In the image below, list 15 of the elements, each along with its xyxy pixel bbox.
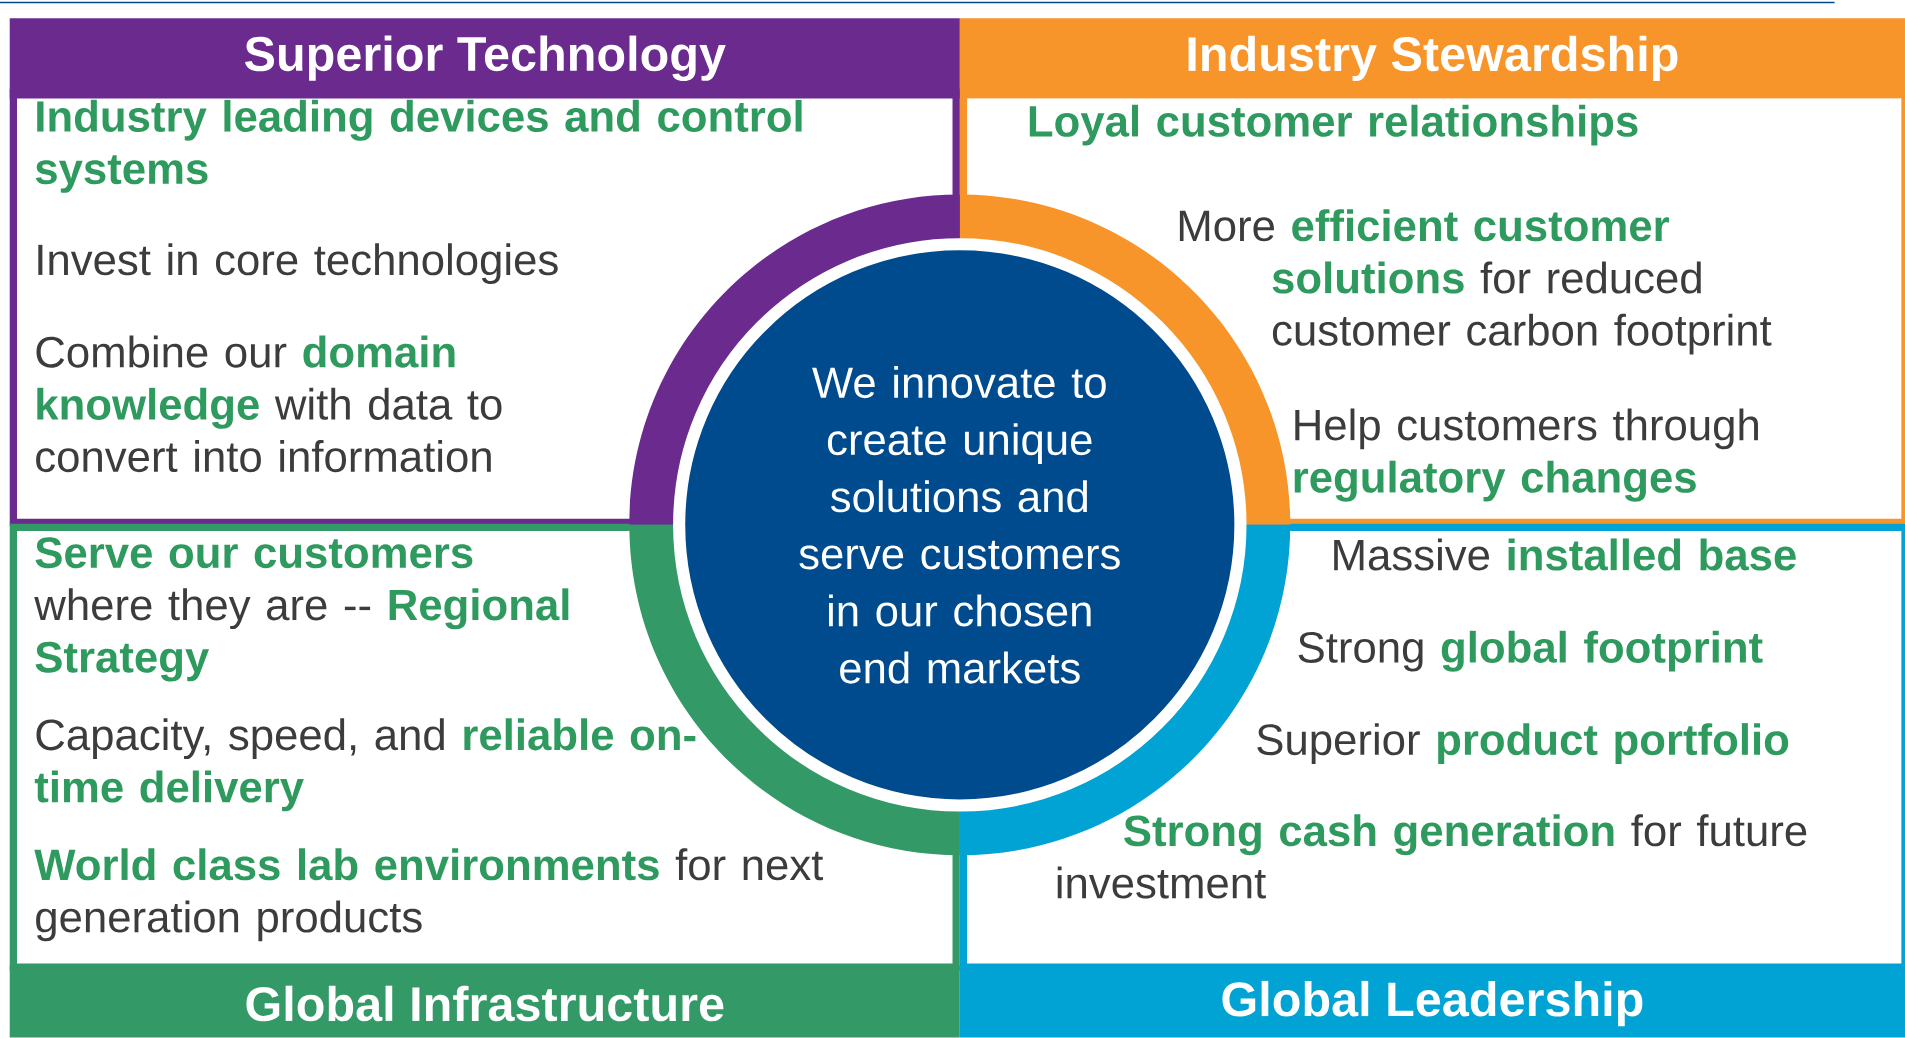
header-band: Global Leadership (959, 966, 1905, 1038)
bullet-text: Massive installed base (1334, 538, 1796, 571)
bullet-text: Loyal customer relationships (1029, 104, 1638, 146)
bullet-text: Industry leading devices and control systems (35, 100, 802, 194)
bullet-text: World class lab environments for next generation products (34, 848, 824, 942)
bullet-text: Serve our customers where they are -- Regional Strategy (34, 537, 569, 682)
bullet-text: Strong global footprint (1298, 631, 1763, 672)
header-band: Global Infrastructure (9, 966, 960, 1038)
bullet-text: Superior product portfolio (1257, 723, 1789, 765)
bullet-text: Combine our domain knowledge with data to convert into information (36, 335, 502, 473)
header-band: Industry Stewardship (959, 18, 1905, 99)
bullet-text: Strong cash generation for future investment (1057, 814, 1807, 899)
bullet-text: Help customers through regulatory changes (1294, 408, 1758, 502)
header-band: Superior Technology (9, 18, 960, 99)
bullet-text: Invest in core technologies (38, 243, 558, 285)
